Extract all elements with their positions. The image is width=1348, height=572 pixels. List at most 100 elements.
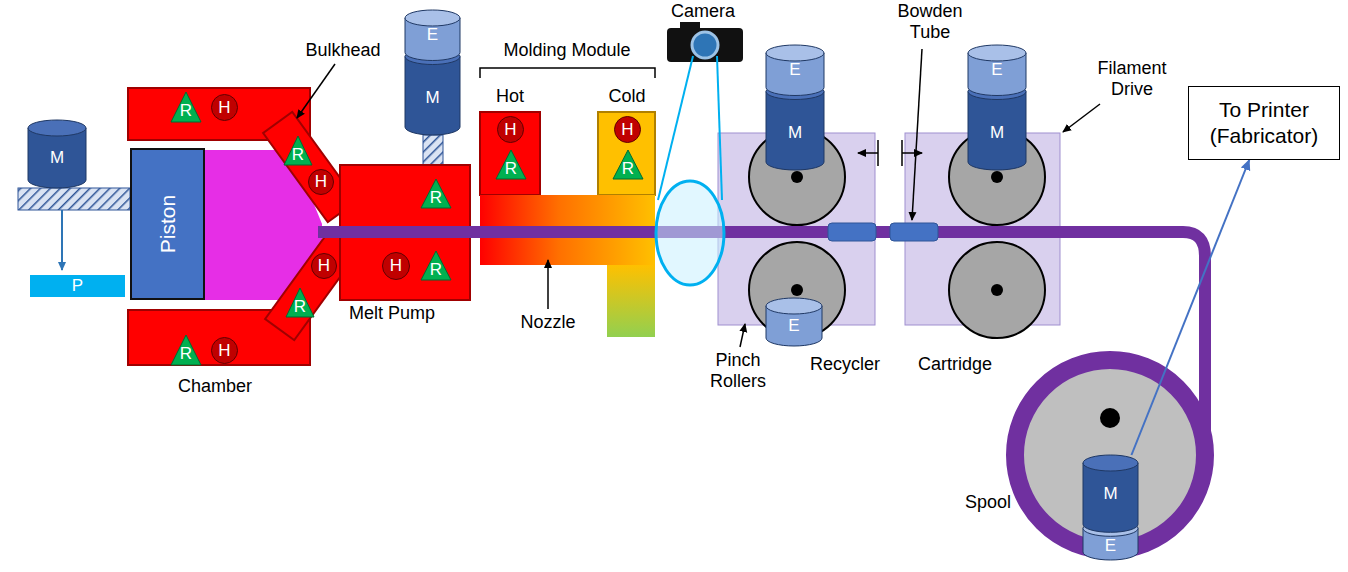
cylinder-top — [766, 298, 822, 314]
part-label: Recycler — [810, 354, 880, 375]
circle — [312, 254, 337, 279]
encoder: E — [766, 298, 822, 346]
leader-line — [912, 49, 922, 220]
cylinder-top — [1083, 455, 1138, 471]
leader-line — [740, 324, 745, 347]
motor: M — [28, 120, 86, 188]
bowden-tube — [890, 223, 938, 241]
part-label: Cartridge — [918, 354, 992, 375]
motor-letter: M — [405, 88, 460, 108]
boundary-arrow — [902, 152, 922, 154]
part-label: Cold — [608, 86, 645, 107]
sensor-letter: R — [171, 101, 201, 121]
rtd-sensor: R — [284, 136, 312, 165]
rtd-sensor: R — [171, 92, 201, 122]
motor-encoder: EM — [405, 10, 460, 135]
triangle — [421, 179, 451, 208]
heater: H — [497, 116, 524, 143]
view-line — [717, 56, 722, 200]
encoder-letter: E — [1083, 536, 1138, 556]
sensor-letter: R — [613, 159, 643, 179]
piston-body — [131, 149, 204, 299]
heater-letter: H — [311, 256, 337, 276]
roller — [949, 242, 1045, 338]
cylinder-body — [766, 92, 824, 171]
cylinder-body — [28, 128, 86, 188]
circle — [212, 338, 238, 364]
triangle — [613, 150, 643, 179]
triangle — [286, 288, 314, 317]
heater-letter: H — [211, 341, 238, 361]
part-label: Pinch Rollers — [703, 350, 773, 392]
motor-encoder: ME — [1083, 455, 1138, 560]
part-label: Molding Module — [503, 40, 630, 61]
heater-letter: H — [497, 120, 524, 140]
rtd-sensor: R — [613, 150, 643, 179]
encoder-letter: E — [766, 60, 824, 80]
camera-lens — [692, 32, 718, 58]
heater: H — [382, 252, 410, 280]
heater: H — [311, 253, 337, 279]
pressure-sensor: P — [30, 275, 125, 297]
triangle — [171, 335, 201, 365]
filament — [318, 232, 1205, 455]
spool-ring — [1015, 360, 1205, 550]
heater-letter: H — [211, 98, 238, 118]
hot-block — [480, 112, 540, 195]
piston-text: Piston — [156, 195, 180, 253]
circle — [615, 117, 641, 143]
roller-axle — [991, 284, 1003, 296]
part-label: Bulkhead — [305, 40, 380, 61]
circle — [309, 170, 334, 195]
boundary-arrow — [858, 152, 878, 154]
nozzle-cooling — [607, 265, 655, 337]
sensor-letter: R — [286, 297, 314, 317]
roller — [749, 242, 845, 338]
view-line — [658, 56, 693, 200]
rtd-sensor: R — [421, 251, 451, 280]
spool-hub — [1100, 408, 1120, 428]
motor-encoder: EM — [766, 45, 824, 170]
rtd-sensor: R — [286, 288, 314, 317]
roller-axle — [791, 284, 803, 296]
roller-axle — [791, 171, 803, 183]
sensor-letter: R — [171, 344, 201, 364]
leader-line — [297, 64, 335, 118]
bar — [30, 275, 125, 297]
cylinder-top — [28, 120, 86, 136]
camera-body — [667, 28, 743, 62]
cylinder-body — [1083, 463, 1138, 532]
encoder-letter: E — [968, 60, 1026, 80]
piston: Piston — [130, 148, 205, 300]
leader-line — [547, 260, 549, 309]
piston-rod — [18, 188, 130, 210]
pump-shaft — [423, 135, 443, 165]
triangle — [421, 251, 451, 280]
part-label: Spool — [965, 492, 1011, 513]
part-label: Melt Pump — [349, 303, 435, 324]
part-label: Bowden Tube — [890, 1, 970, 43]
box-text: To Printer (Fabricator) — [1197, 97, 1331, 149]
module-bracket — [480, 68, 655, 78]
motor-letter: M — [766, 123, 824, 143]
part-label: Chamber — [178, 376, 252, 397]
motor-letter: M — [968, 123, 1026, 143]
heater-letter: H — [308, 172, 334, 192]
triangle — [496, 150, 526, 179]
destination-box: To Printer (Fabricator) — [1188, 86, 1340, 160]
circle — [498, 117, 524, 143]
circle — [383, 253, 410, 280]
rtd-sensor: R — [496, 150, 526, 179]
heater: H — [211, 337, 238, 364]
triangle — [284, 136, 312, 165]
sensor-letter: R — [496, 159, 526, 179]
bowden-tube — [828, 223, 876, 241]
sensor-letter: R — [421, 188, 451, 208]
heater-letter: H — [614, 120, 641, 140]
encoder-letter: E — [766, 316, 822, 336]
part-label: Filament Drive — [1090, 58, 1174, 100]
cylinder-body — [968, 92, 1026, 171]
heater: H — [211, 94, 238, 121]
part-label: Camera — [671, 1, 735, 22]
